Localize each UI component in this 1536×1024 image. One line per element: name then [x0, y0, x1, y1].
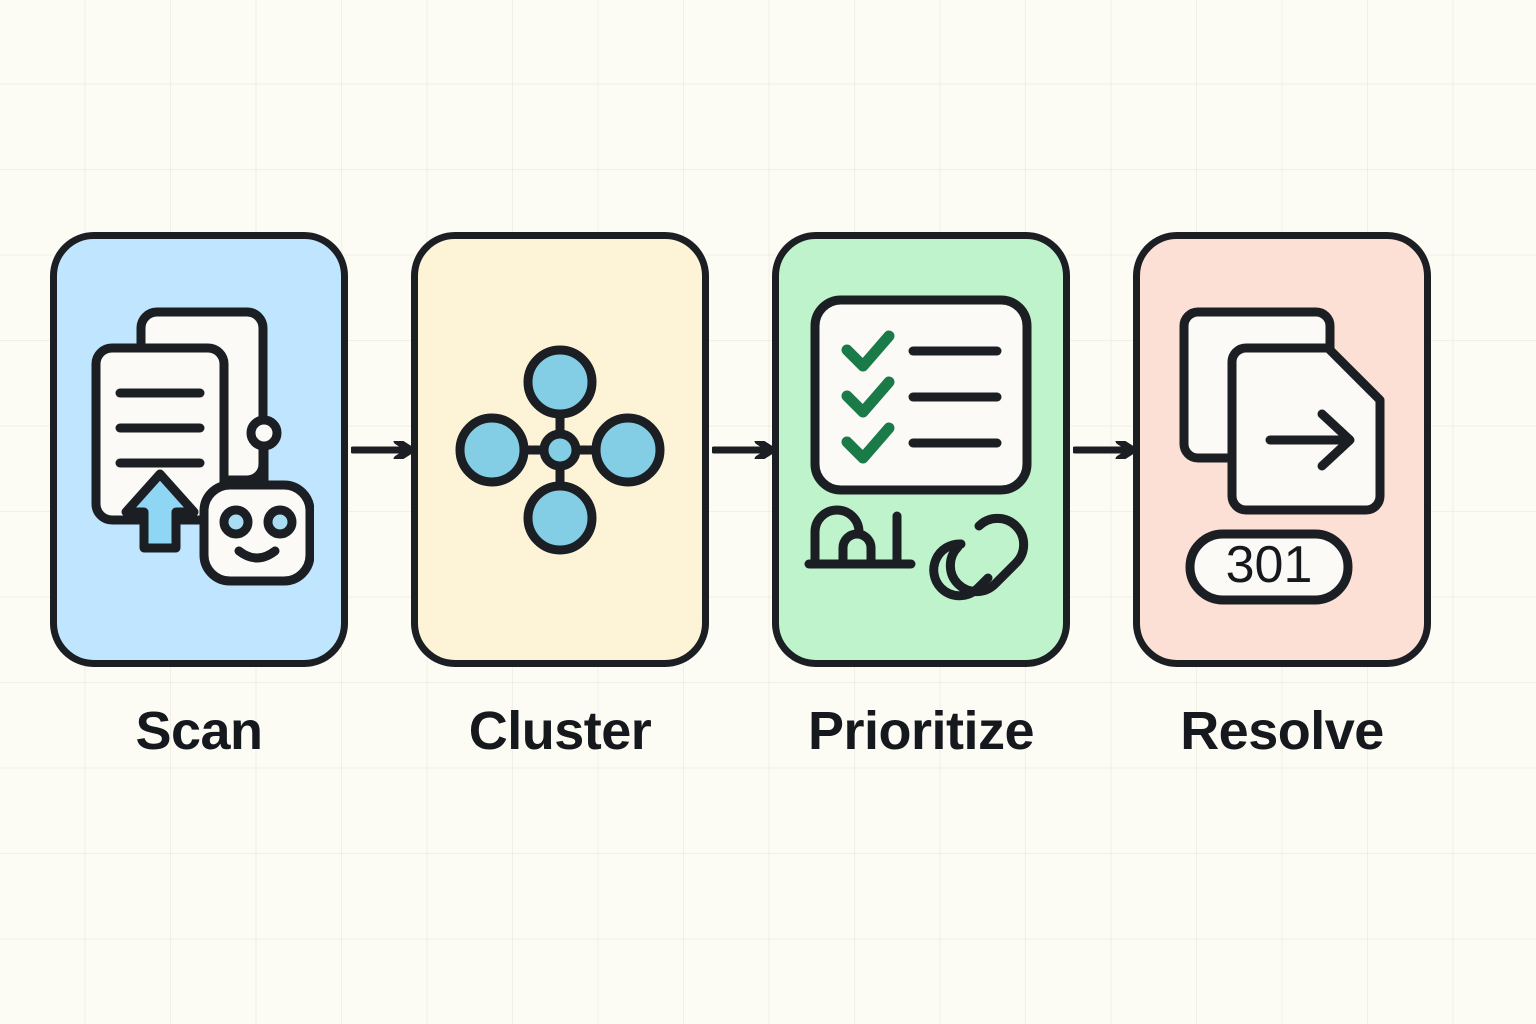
step-resolve[interactable]: 301 Resolve [1133, 232, 1431, 760]
status-badge: 301 [1185, 529, 1353, 604]
step-card-resolve[interactable]: 301 [1133, 232, 1431, 667]
step-label-resolve: Resolve [1180, 701, 1384, 761]
step-card-cluster[interactable] [411, 232, 709, 667]
robot-head [199, 480, 314, 585]
document-front-clipped-corner [1227, 343, 1385, 514]
step-card-prioritize[interactable] [772, 232, 1070, 667]
upload-arrow [121, 469, 199, 552]
checkmark [841, 422, 895, 463]
step-card-scan[interactable] [50, 232, 348, 667]
step-label-cluster: Cluster [468, 701, 652, 761]
step-prioritize[interactable]: Prioritize [772, 232, 1070, 760]
arrow-cluster-to-prioritize [712, 441, 780, 459]
node-right [591, 413, 665, 486]
arrow-prioritize-to-resolve [1073, 441, 1141, 459]
chain-link-icon [929, 513, 1029, 600]
step-label-scan: Scan [135, 701, 263, 761]
checklist-with-chart-and-link-icon [804, 295, 1032, 600]
node-cluster-network-icon [455, 345, 665, 554]
arrow-scan-to-cluster [351, 441, 419, 459]
step-cluster[interactable]: Cluster [411, 232, 709, 760]
right-arrow [1265, 409, 1355, 470]
checkmark [841, 330, 895, 371]
node-bottom [523, 481, 597, 554]
checkmark [841, 376, 895, 417]
redirect-documents-icon: 301 [1179, 307, 1385, 604]
status-badge-text: 301 [1226, 536, 1313, 594]
step-scan[interactable]: Scan [50, 232, 348, 760]
bar-chart-icon [804, 505, 916, 568]
documents-with-upload-arrow-and-robot-icon [91, 307, 314, 585]
hub-node [539, 429, 581, 470]
step-label-prioritize: Prioritize [807, 701, 1035, 761]
node-left [455, 413, 529, 486]
node-top [523, 345, 597, 418]
